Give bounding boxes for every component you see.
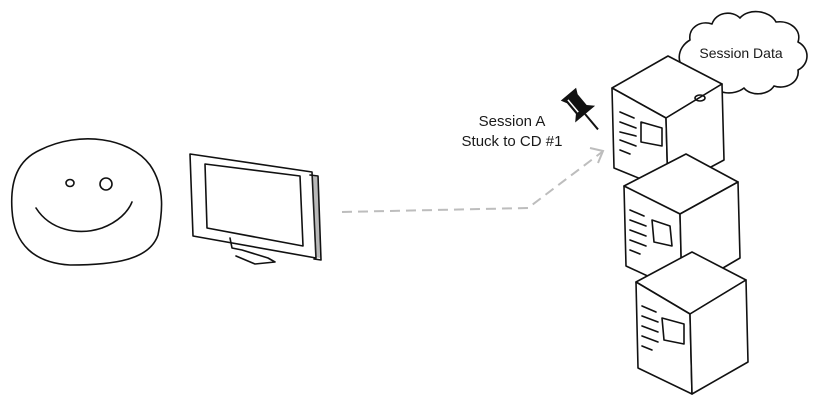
push-pin-icon xyxy=(560,87,599,131)
session-label-line2: Stuck to CD #1 xyxy=(461,133,563,150)
server-icon xyxy=(611,55,725,191)
session-label-line1: Session A xyxy=(478,113,546,130)
cloud-label: Session Data xyxy=(699,45,783,61)
session-label: Session A Stuck to CD #1 xyxy=(448,112,576,152)
monitor-icon xyxy=(189,153,322,265)
smiley-face-icon xyxy=(10,138,163,266)
arrow-head xyxy=(589,147,605,164)
server-icon xyxy=(635,251,749,395)
connection-line xyxy=(341,151,603,213)
